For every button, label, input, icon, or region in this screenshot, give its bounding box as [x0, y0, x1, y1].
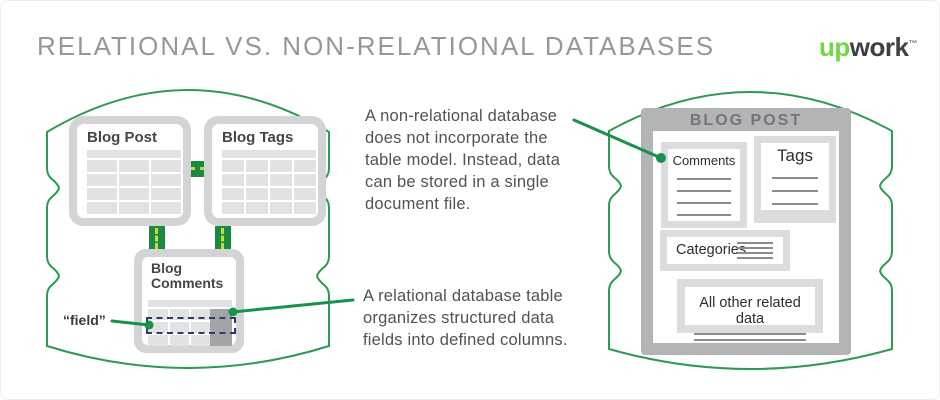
connector-dashes	[221, 228, 224, 249]
text-line-rule	[737, 252, 773, 254]
table-cell	[246, 160, 268, 172]
text-line-rule	[677, 202, 731, 204]
blog-post-title: Blog Post	[87, 129, 157, 146]
table-cell	[119, 174, 149, 186]
blog-tags-title: Blog Tags	[222, 129, 294, 146]
table-cell	[119, 160, 149, 172]
relational-database-cylinder	[46, 89, 330, 369]
connector-dashes	[155, 228, 158, 249]
table-cell	[246, 202, 268, 214]
field-row-dashed-outline	[146, 317, 236, 334]
blog-post-table-grid	[87, 160, 181, 214]
categories-box-label: Categories	[676, 242, 747, 258]
table-cell	[151, 174, 181, 186]
text-line-rule	[677, 178, 731, 180]
field-label: “field”	[63, 312, 106, 328]
blog-post-table-header	[87, 150, 181, 158]
text-line-rule	[694, 333, 806, 335]
text-line-rule	[737, 257, 773, 259]
relational-note: A relational database table organizes st…	[363, 287, 568, 349]
text-line-rule	[677, 190, 731, 192]
table-cell	[151, 160, 181, 172]
table-cell	[148, 322, 168, 333]
table-cell	[222, 188, 244, 200]
table-cell	[270, 174, 292, 186]
table-cell	[148, 335, 168, 346]
blog-tags-table-header	[222, 150, 316, 158]
table-cell	[87, 174, 117, 186]
table-cell	[87, 188, 117, 200]
table-cell	[191, 322, 211, 333]
table-cell	[222, 174, 244, 186]
categories-box-inner: Categories	[667, 237, 783, 264]
other-data-text-lines	[685, 333, 815, 341]
table-cell	[87, 202, 117, 214]
blog-comments-table-header	[148, 300, 232, 307]
relation-connector-vertical-right	[215, 226, 231, 251]
relation-connector-horizontal	[187, 161, 208, 177]
text-line-rule	[694, 339, 806, 341]
other-data-box-inner: All other related data	[685, 287, 815, 341]
tags-text-lines	[761, 177, 829, 205]
text-line-rule	[737, 242, 773, 244]
connector-dashes	[189, 167, 206, 170]
table-cell	[169, 335, 189, 346]
table-cell	[119, 202, 149, 214]
table-cell	[270, 188, 292, 200]
blog-tags-table-grid	[222, 160, 316, 214]
text-line-rule	[772, 177, 818, 179]
non-relational-note: A non-relational database does not incor…	[365, 107, 561, 213]
tags-box-label: Tags	[777, 146, 813, 165]
categories-text-lines	[737, 242, 773, 259]
table-cell	[294, 160, 316, 172]
relation-connector-vertical-left	[149, 226, 165, 251]
logo-trademark: ™	[908, 38, 917, 49]
table-cell	[169, 309, 189, 320]
tags-box-inner: Tags	[761, 143, 829, 210]
blog-comments-title: Blog Comments	[151, 260, 224, 291]
comments-box-label: Comments	[672, 153, 736, 168]
table-cell	[294, 174, 316, 186]
table-cell	[246, 188, 268, 200]
text-line-rule	[772, 203, 818, 205]
table-cell	[151, 202, 181, 214]
page-title: RELATIONAL VS. NON-RELATIONAL DATABASES	[37, 31, 716, 61]
text-line-rule	[737, 247, 773, 249]
comments-box-inner: Comments	[668, 149, 740, 221]
table-cell	[151, 188, 181, 200]
other-data-box-label: All other related data	[699, 295, 801, 327]
logo-up-text: up	[819, 32, 850, 62]
logo-work-text: work	[849, 32, 909, 62]
text-line-rule	[677, 214, 731, 216]
table-cell	[270, 202, 292, 214]
table-cell	[191, 309, 211, 320]
table-cell	[294, 202, 316, 214]
table-cell	[119, 188, 149, 200]
table-cell	[87, 160, 117, 172]
table-cell	[191, 335, 211, 346]
table-cell	[222, 160, 244, 172]
table-cell	[270, 160, 292, 172]
table-cell	[148, 309, 168, 320]
upwork-logo: upwork™	[819, 32, 917, 63]
document-title: BLOG POST	[689, 112, 803, 129]
table-cell	[294, 188, 316, 200]
table-cell	[222, 202, 244, 214]
text-line-rule	[772, 190, 818, 192]
table-cell	[169, 322, 189, 333]
comments-text-lines	[668, 178, 740, 216]
non-relational-database-cylinder	[608, 91, 893, 370]
table-cell	[246, 174, 268, 186]
